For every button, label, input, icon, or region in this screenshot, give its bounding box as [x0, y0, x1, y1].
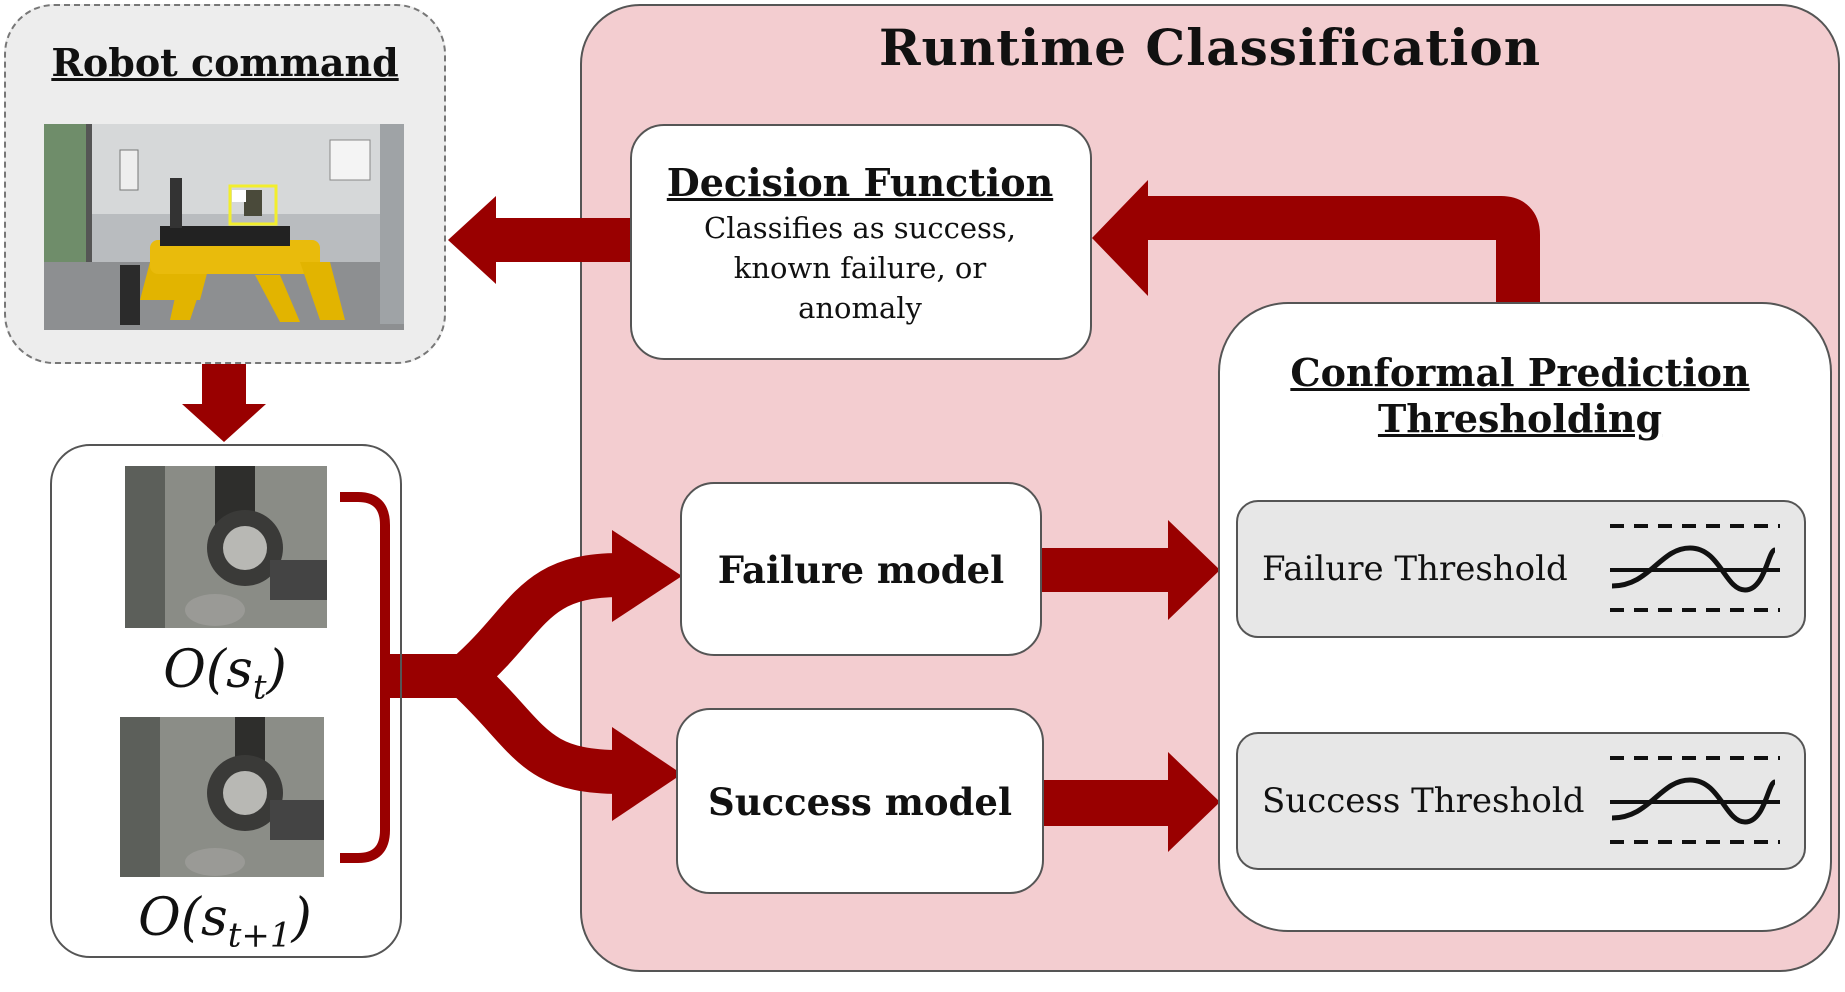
observation-t-base: O(s [163, 640, 253, 700]
observations-box [50, 444, 402, 958]
conformal-prediction-title: Conformal Prediction Thresholding [1220, 350, 1820, 442]
robot-scene-image [44, 124, 404, 330]
decision-description-line: Classifies as success, [704, 211, 1016, 245]
success-model-label: Success model [707, 780, 1013, 824]
observation-label-t: O(st) [100, 640, 350, 707]
arrow-success-to-threshold [1020, 752, 1220, 852]
decision-description-line: anomaly [798, 291, 922, 325]
failure-threshold-label: Failure Threshold [1262, 549, 1568, 589]
observation-image-t-plus-1 [120, 717, 324, 877]
decision-function-box [630, 124, 1092, 360]
observation-image-t [125, 466, 327, 628]
decision-description-line: known failure, or [733, 251, 987, 285]
observation-label-t-plus-1: O(st+1) [100, 888, 350, 955]
failure-model-label: Failure model [717, 548, 1005, 592]
failure-model-box [680, 482, 1042, 656]
arrow-robot-to-observations [182, 364, 266, 442]
arrow-observations-to-models [385, 530, 682, 821]
observation-t1-sub: t+1 [227, 915, 292, 956]
conformal-title-line: Conformal Prediction [1290, 350, 1750, 395]
robot-command-title: Robot command [51, 40, 399, 85]
success-model-box [676, 708, 1044, 894]
observation-t-sub: t [252, 667, 267, 708]
conformal-title-line: Thresholding [1377, 396, 1663, 441]
observation-t-close: ) [266, 640, 287, 700]
arrow-decision-to-robot [448, 196, 633, 284]
decision-function-description: Classifies as success, known failure, or… [650, 208, 1070, 328]
observation-t1-base: O(s [138, 888, 228, 948]
success-threshold-label: Success Threshold [1262, 781, 1585, 821]
arrow-failure-to-threshold [1040, 520, 1220, 620]
decision-function-title: Decision Function [666, 160, 1054, 205]
observation-t1-close: ) [291, 888, 312, 948]
arrow-conformal-to-decision [1092, 180, 1540, 305]
runtime-classification-title: Runtime Classification [878, 18, 1542, 77]
